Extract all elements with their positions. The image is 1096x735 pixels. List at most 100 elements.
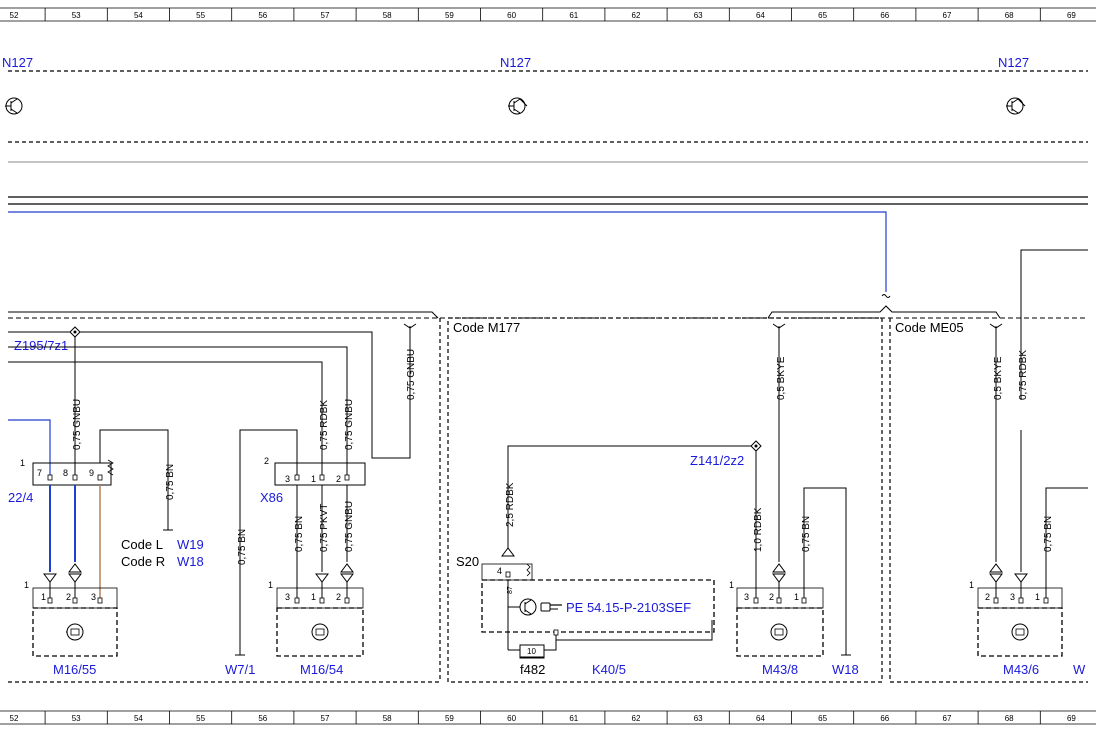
- wire-075rdbk-2: 0,75 RDBK: [1018, 350, 1029, 400]
- ruler-column-label: 68: [1005, 714, 1014, 723]
- ruler-column-label: 58: [383, 714, 392, 723]
- wire-end-arrow: [403, 323, 417, 329]
- pin-m438-p2: 2: [769, 592, 774, 602]
- pointing-hand-icon: [540, 602, 562, 612]
- ruler-column-label: 56: [258, 714, 267, 723]
- ruler-column-label: 64: [756, 714, 765, 723]
- ruler-column-label: 66: [880, 714, 889, 723]
- ruler-column-label: 65: [818, 11, 827, 20]
- ruler-column-label: 53: [72, 11, 81, 20]
- ruler-column-label: 58: [383, 11, 392, 20]
- ruler-column-label: 66: [880, 11, 889, 20]
- wire-075pkvt: 0,75 PKVT: [319, 504, 330, 552]
- plug-icon-m436-1: [989, 563, 1003, 583]
- transistor-icon-k40: [508, 598, 537, 616]
- pin-c2-2b: 2: [336, 474, 341, 484]
- x86-label: X86: [260, 490, 283, 505]
- pin-m438-p3: 3: [744, 592, 749, 602]
- ruler-column-label: 61: [569, 11, 578, 20]
- wire-075rdbk-1: 0,75 RDBK: [319, 400, 330, 450]
- plug-icon-m55-2: [68, 563, 82, 583]
- blue-can-wire: [8, 211, 887, 292]
- ruler-column-label: 54: [134, 714, 143, 723]
- wire-blue-top: [8, 419, 51, 475]
- pin-s20-4: 4: [497, 566, 502, 576]
- pin-c2-2: 2: [264, 456, 269, 466]
- pin-m55-p2: 2: [66, 592, 71, 602]
- fuse-f482: [519, 644, 545, 658]
- group-bracket: [767, 305, 1001, 319]
- z195-label: Z195/7z1: [14, 338, 68, 353]
- m16-55-label: M16/55: [53, 662, 96, 677]
- n127-mid-label: N127: [500, 55, 531, 70]
- motor-m43-8: [736, 582, 824, 657]
- ruler-column-label: 57: [321, 714, 330, 723]
- transistor-icon-right: [1006, 97, 1026, 115]
- k40-5-label: K40/5: [592, 662, 626, 677]
- plug-icon-m54-2: [340, 563, 354, 583]
- ruler-column-label: 60: [507, 11, 516, 20]
- ruler-column-label: 57: [321, 11, 330, 20]
- ruler-column-label: 64: [756, 11, 765, 20]
- pin-m438-1: 1: [729, 580, 734, 590]
- ruler-column-label: 62: [632, 11, 641, 20]
- pin-m55-p3: 3: [91, 592, 96, 602]
- plug-icon-m436-2: [1014, 573, 1028, 583]
- ruler-column-label: 52: [10, 11, 19, 20]
- ruler-column-label: 59: [445, 714, 454, 723]
- code-l-label: Code L: [121, 537, 163, 552]
- ruler-column-label: 63: [694, 11, 703, 20]
- pin-c1-8: 8: [63, 468, 68, 478]
- pin-m436-1: 1: [969, 580, 974, 590]
- k40-5-box: [481, 579, 715, 633]
- wire-break-tilde: [881, 294, 891, 298]
- pin-c2-3: 3: [285, 474, 290, 484]
- wire-075bn-3: 0,75 BN: [801, 516, 812, 552]
- wire-075gnbu-4: 0,75 GNBU: [344, 501, 355, 552]
- f482-label: f482: [520, 662, 545, 677]
- ruler-column-label: 55: [196, 714, 205, 723]
- transistor-icon-left: [5, 97, 23, 115]
- code-me05-label: Code ME05: [895, 320, 964, 335]
- wire-z195-gnbu-h: [80, 326, 411, 459]
- pin-m54-p2: 2: [336, 592, 341, 602]
- s20-pin-rect: [505, 571, 511, 578]
- splice-z195: [69, 326, 81, 338]
- code-r-label: Code R: [121, 554, 165, 569]
- n127-left-label: N127: [2, 55, 33, 70]
- ruler-column-label: 55: [196, 11, 205, 20]
- wire-bn-to-w19: [99, 429, 169, 530]
- pin-m54-p1: 1: [311, 592, 316, 602]
- m22-4-label: 22/4: [8, 490, 33, 505]
- z141-label: Z141/2z2: [690, 453, 744, 468]
- ruler-column-label: 68: [1005, 11, 1014, 20]
- pin-m436-p3: 3: [1010, 592, 1015, 602]
- motor-m16-54: [276, 582, 364, 657]
- pin-m436-p2: 2: [985, 592, 990, 602]
- ruler-column-label: 54: [134, 11, 143, 20]
- ruler-column-label: 69: [1067, 11, 1076, 20]
- wire-25rdbk: 2,5 RDBK: [505, 482, 516, 527]
- m43-8-label: M43/8: [762, 662, 798, 677]
- splice-z141: [750, 440, 762, 452]
- pin-m55-1: 1: [24, 580, 29, 590]
- m16-54-label: M16/54: [300, 662, 343, 677]
- wire-075bn-4: 0,75 BN: [1043, 516, 1054, 552]
- wire-relay-out: [555, 620, 713, 641]
- connector-7-8-9: [32, 459, 114, 486]
- ruler-column-label: 52: [10, 714, 19, 723]
- relay-pin-rect: [553, 629, 559, 636]
- m43-6-label: M43/6: [1003, 662, 1039, 677]
- code-m177-frame: [447, 317, 883, 683]
- code-m177-label: Code M177: [453, 320, 520, 335]
- ruler-column-label: 60: [507, 714, 516, 723]
- pe-reference-link[interactable]: PE 54.15-P-2103SEF: [566, 600, 691, 615]
- motor-m43-6: [977, 582, 1063, 657]
- pin-c1-1: 1: [20, 458, 25, 468]
- connector-x86: [274, 462, 366, 486]
- fuse-rating: 10: [527, 647, 536, 656]
- wire-075gnbu-1: 0,75 GNBU: [72, 399, 83, 450]
